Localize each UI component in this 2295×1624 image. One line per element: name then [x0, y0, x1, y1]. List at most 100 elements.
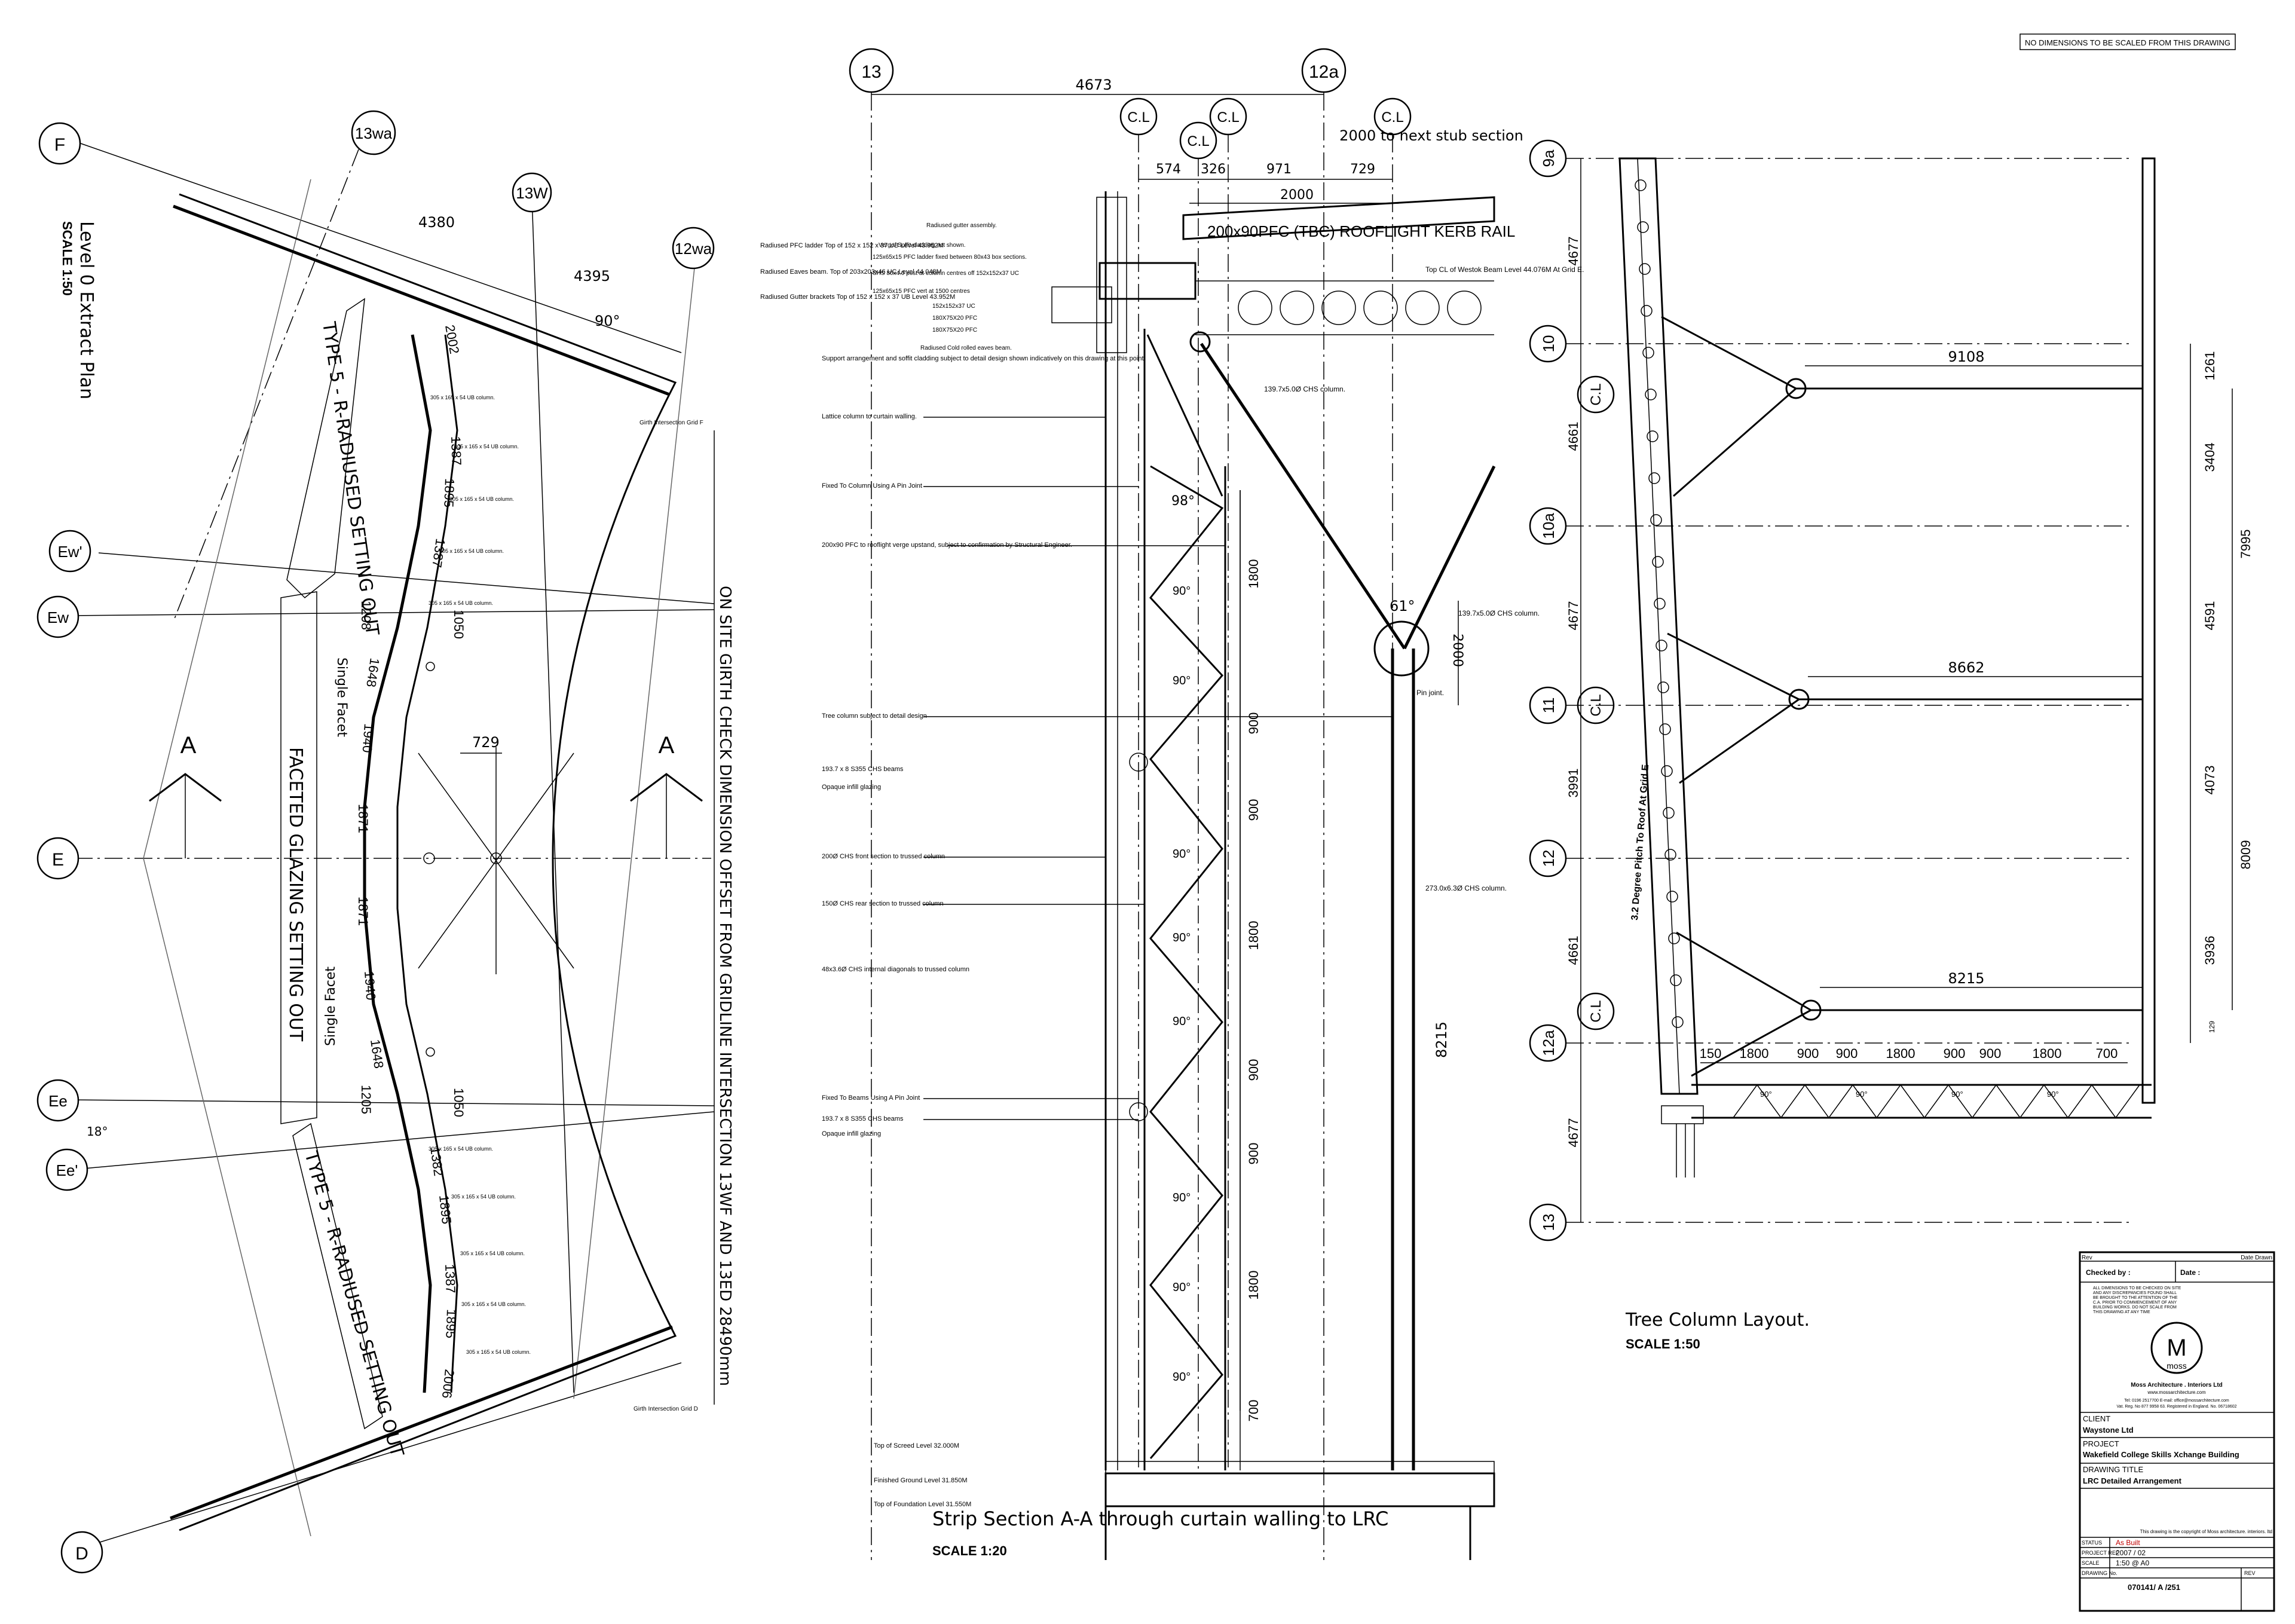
firm-name: Moss Architecture . Interiors Ltd: [2131, 1382, 2223, 1388]
svg-text:700: 700: [2096, 1046, 2118, 1061]
tree-grid-12: 12: [1540, 850, 1557, 867]
tree-branches: [1661, 316, 2143, 1077]
dim-4380: 4380: [418, 214, 455, 231]
svg-text:3936: 3936: [2202, 936, 2217, 965]
cl-bubbles: C.L C.L C.L C.L: [1119, 97, 1412, 160]
svg-text:150: 150: [1700, 1046, 1722, 1061]
svg-text:200Ø CHS front section to trus: 200Ø CHS front section to trussed column: [822, 853, 945, 860]
plan-title: Level 0 Extract Plan: [76, 221, 97, 399]
grid-bubble-ew: Ew: [47, 608, 69, 626]
pin-joint-label: Pin joint.: [1416, 689, 1444, 697]
grid-bubble-e: E: [52, 850, 64, 870]
svg-text:90°: 90°: [1760, 1090, 1772, 1099]
ub-column-labels: 305 x 165 x 54 UB column. 305 x 165 x 54…: [429, 394, 531, 1355]
plan-grid-bubbles: F Ew' Ew E Ee Ee' D 13wa 13W 12wa: [36, 110, 715, 1574]
svg-text:1800: 1800: [1886, 1046, 1915, 1061]
grid-bubble-f: F: [54, 135, 65, 155]
grid-bubble-ew-prime: Ew': [57, 543, 82, 561]
svg-text:1648: 1648: [363, 657, 382, 688]
svg-text:180X75X20 PFC: 180X75X20 PFC: [932, 327, 977, 334]
svg-text:90°: 90°: [1951, 1090, 1963, 1099]
svg-text:900: 900: [1246, 1143, 1261, 1165]
grid-bubble-ee-prime: Ee': [56, 1161, 78, 1179]
dim-8215: 8215: [1433, 1022, 1450, 1058]
svg-text:1648: 1648: [368, 1038, 387, 1069]
span-8215: 8215: [1948, 970, 1984, 987]
tree-grid-11: 11: [1540, 698, 1557, 714]
tree-branch-right: [1403, 465, 1496, 650]
gutter-labels: Radiused gutter assembly. Verge/ Soffit …: [873, 222, 1027, 351]
svg-text:Support arrangement and soffit: Support arrangement and soffit cladding …: [822, 355, 1146, 362]
firm-web: www.mossarchitecture.com: [2147, 1390, 2206, 1395]
dim-2000-vert: 2000: [1450, 634, 1465, 667]
tree-bottom-dims: 150 1800 900 900 1800 900 900 1800 700: [1700, 1046, 2118, 1061]
gridline-13w-line: [531, 197, 574, 1393]
svg-text:1800: 1800: [1246, 921, 1261, 950]
grid-bubble-ee: Ee: [48, 1092, 68, 1110]
tree-left-dims: 4677 4661 4677 3991 4661 4677: [1566, 237, 1581, 1148]
svg-text:48x3.6Ø CHS internal diagonals: 48x3.6Ø CHS internal diagonals to trusse…: [822, 966, 969, 973]
level-notes: Top of Screed Level 32.000M Finished Gro…: [874, 1442, 971, 1508]
tree-grid-bubbles: 9a 10 10a 11 12 12a 13 C.L C.L C.L: [1529, 139, 1615, 1241]
svg-text:900: 900: [1979, 1046, 2002, 1061]
single-facet-lower: Single Facet: [323, 967, 338, 1046]
span-8662: 8662: [1948, 659, 1984, 676]
svg-text:193.7 x 8 S355 CHS beams: 193.7 x 8 S355 CHS beams: [822, 766, 904, 773]
gridline-f-line: [80, 143, 682, 353]
svg-text:Verge/ Soffit cladding not sho: Verge/ Soffit cladding not shown.: [879, 242, 965, 249]
svg-text:1871: 1871: [356, 897, 371, 926]
girth-intersect-d: Girth Intersection Grid D: [634, 1406, 698, 1412]
project-ref-label: PROJECT REF: [2082, 1550, 2119, 1556]
svg-text:Radiused gutter assembly.: Radiused gutter assembly.: [926, 222, 997, 229]
svg-text:1871: 1871: [356, 804, 371, 833]
svg-text:1895: 1895: [436, 1194, 454, 1225]
angle-61: 61°: [1390, 598, 1415, 614]
curved-edge-beam: [1618, 157, 1699, 1095]
svg-text:4073: 4073: [2202, 766, 2217, 795]
rev-header: Rev: [2082, 1255, 2092, 1261]
project-label: PROJECT: [2083, 1439, 2119, 1448]
svg-text:C.L: C.L: [1588, 1000, 1604, 1022]
chs-column-label-2: 139.7x5.0Ø CHS column.: [1458, 609, 1540, 617]
faceted-glazing-label: FACETED GLAZING SETTING OUT: [285, 747, 306, 1042]
section-left-notes: Radiused PFC ladder Top of 152 x 152 x 3…: [760, 242, 1146, 1137]
svg-text:1208: 1208: [359, 601, 374, 630]
grid-bubble-12wa: 12wa: [675, 240, 712, 258]
right-edge-beam: [2141, 157, 2156, 1104]
svg-text:1895: 1895: [443, 1309, 459, 1339]
scale-label: SCALE: [2082, 1560, 2100, 1566]
svg-text:Tree column subject to detail: Tree column subject to detail design: [822, 712, 927, 720]
svg-text:Top of Foundation Level 31.550: Top of Foundation Level 31.550M: [874, 1501, 971, 1508]
span-9108: 9108: [1948, 348, 1984, 365]
gridline-d-line: [80, 1362, 682, 1549]
tree-grid-13: 13: [1540, 1214, 1557, 1231]
angle-98: 98°: [1171, 494, 1195, 509]
lattice-diagonals: [1149, 465, 1224, 1459]
grid-bubble-13wa: 13wa: [355, 124, 393, 142]
title-block: Rev Date Drawn Checked by : Date : ALL D…: [2079, 1251, 2275, 1612]
gridline-ee-line: [71, 1099, 715, 1106]
svg-text:305 x 165 x 54 UB column.: 305 x 165 x 54 UB column.: [449, 496, 514, 502]
svg-text:1050: 1050: [451, 610, 466, 639]
svg-text:305 x 165 x 54 UB column.: 305 x 165 x 54 UB column.: [429, 1146, 493, 1152]
stub-note: 2000 to next stub section: [1339, 127, 1523, 144]
dim-574: 574: [1156, 162, 1181, 177]
svg-text:Radiused Gutter brackets Top o: Radiused Gutter brackets Top of 152 x 15…: [760, 293, 955, 301]
section-mark-a-left: A: [180, 732, 197, 759]
westok-beam-cells: [1238, 290, 1482, 325]
chs-column-label-3: 273.0x6.3Ø CHS column.: [1425, 884, 1507, 892]
truss-web: [1733, 1084, 2140, 1119]
svg-text:90°: 90°: [1173, 1015, 1191, 1028]
svg-text:90°: 90°: [1173, 1371, 1191, 1384]
plan-facet-dims: 2002 1387 1895 1387 1208 1648 1940 1871 …: [356, 324, 466, 1399]
svg-text:125x65x15 PFC ladder fixed bet: 125x65x15 PFC ladder fixed between 80x43…: [873, 254, 1027, 261]
svg-text:Top of Screed Level 32.000M: Top of Screed Level 32.000M: [874, 1442, 959, 1449]
section-grid-12a: 12a: [1309, 62, 1339, 82]
svg-text:8009: 8009: [2238, 840, 2253, 870]
kerb-rail: [1182, 196, 1495, 240]
section-90-angles: 90° 90° 90° 90° 90° 90° 90° 90°: [1173, 585, 1191, 1384]
drawing-title-value: LRC Detailed Arrangement: [2083, 1476, 2182, 1485]
svg-text:900: 900: [1797, 1046, 1819, 1061]
rev-label: REV: [2244, 1570, 2256, 1576]
svg-text:4661: 4661: [1566, 422, 1581, 451]
